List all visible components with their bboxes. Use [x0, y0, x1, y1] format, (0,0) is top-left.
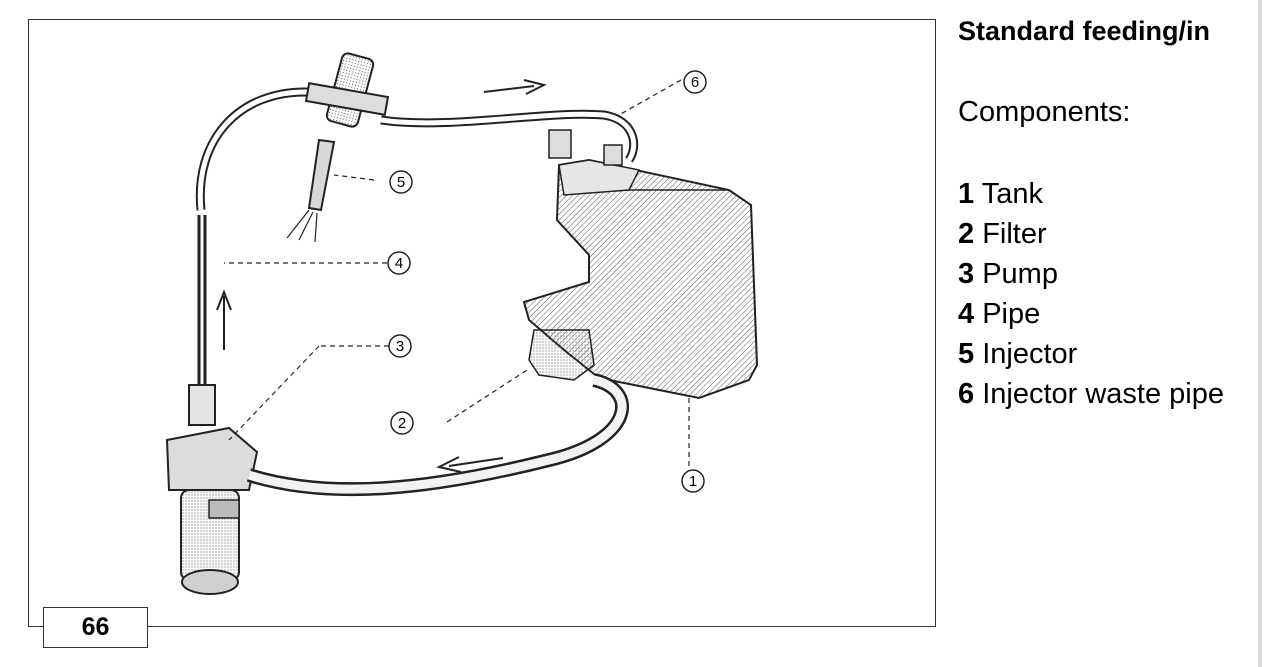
component-label: Injector	[982, 338, 1078, 370]
component-label: Pump	[982, 258, 1058, 290]
filter-pump-drawing	[165, 384, 259, 595]
component-label: Injector waste pipe	[982, 378, 1225, 410]
svg-text:2: 2	[398, 415, 406, 432]
scrollbar-track[interactable]	[1258, 0, 1262, 667]
svg-text:5: 5	[397, 174, 405, 191]
component-item: 6 Injector waste pipe	[958, 374, 1224, 414]
component-number: 4	[958, 298, 975, 330]
component-label: Pipe	[982, 298, 1041, 330]
svg-text:4: 4	[395, 255, 403, 272]
component-item: 1 Tank	[958, 174, 1224, 214]
callouts: 1 2 3 4 5 6	[387, 70, 707, 493]
diagram-frame: 1 2 3 4 5 6	[28, 19, 936, 627]
component-item: 4 Pipe	[958, 294, 1224, 334]
pipes	[195, 87, 639, 497]
components-heading: Components:	[958, 96, 1131, 128]
component-item: 5 Injector	[958, 334, 1224, 374]
fuel-system-diagram: 1 2 3 4 5 6	[165, 52, 759, 595]
leader-lines	[224, 79, 690, 475]
component-number: 5	[958, 338, 975, 370]
callout-3: 3	[388, 334, 412, 358]
component-number: 3	[958, 258, 975, 290]
components-panel: Standard feeding/in Components: 1 Tank 2…	[958, 0, 1258, 667]
injector-drawing	[286, 52, 390, 243]
component-number: 1	[958, 178, 975, 210]
callout-6: 6	[683, 70, 707, 94]
callout-5: 5	[389, 170, 413, 194]
component-label: Filter	[982, 218, 1047, 250]
component-number: 6	[958, 378, 975, 410]
component-item: 3 Pump	[958, 254, 1224, 294]
callout-4: 4	[387, 251, 411, 275]
component-list: 1 Tank 2 Filter 3 Pump 4 Pipe 5 Injector…	[958, 174, 1224, 414]
tank-drawing	[522, 129, 759, 400]
component-number: 2	[958, 218, 975, 250]
callout-1: 1	[681, 469, 705, 493]
page-number: 66	[43, 607, 148, 648]
callout-2: 2	[390, 411, 414, 435]
flow-arrows	[216, 79, 547, 473]
component-label: Tank	[981, 178, 1043, 210]
section-title: Standard feeding/in	[958, 16, 1211, 46]
svg-text:3: 3	[396, 338, 404, 355]
svg-text:1: 1	[689, 473, 697, 490]
component-item: 2 Filter	[958, 214, 1224, 254]
svg-text:6: 6	[691, 74, 699, 91]
